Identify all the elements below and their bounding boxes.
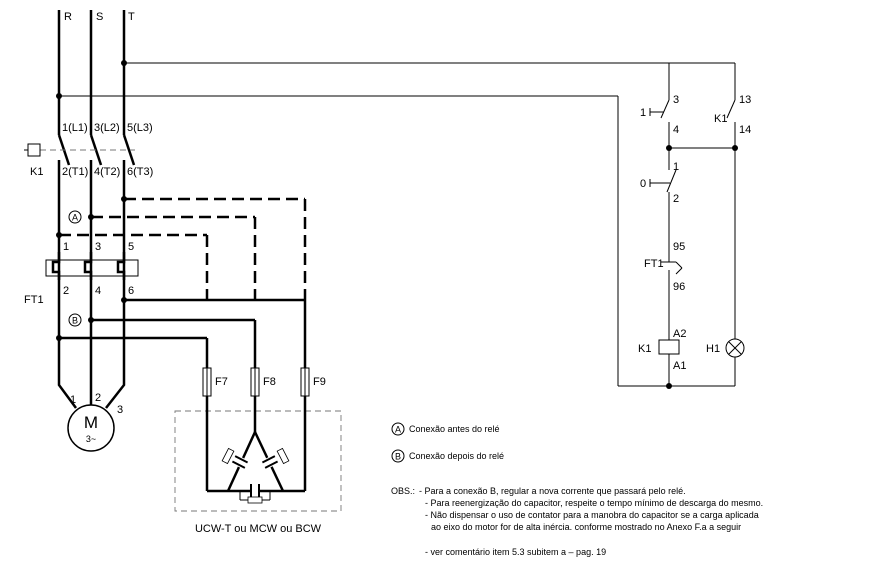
control-feed-lines xyxy=(56,60,735,387)
connection-a-wiring xyxy=(56,196,307,300)
legend-a-text: Conexão antes do relé xyxy=(409,424,500,434)
connection-a-marker-letter: A xyxy=(72,213,78,223)
aux-contact-bottom: 14 xyxy=(739,124,751,136)
fuse-f9-label: F9 xyxy=(313,376,326,388)
relay-t4-label: 4 xyxy=(95,285,101,297)
capacitor-box xyxy=(174,410,342,512)
capacitor-bank xyxy=(205,396,307,504)
legend-b-marker xyxy=(391,449,405,463)
phase-label-t: T xyxy=(128,11,135,23)
legend-b-text: Conexão depois do relé xyxy=(409,451,504,461)
coil-terminal-top: A2 xyxy=(673,328,686,340)
overload-relay-ft1 xyxy=(45,252,139,280)
legend-a-symbol: A xyxy=(395,425,401,435)
relay-t3-label: 3 xyxy=(95,241,101,253)
aux-contact-name: K1 xyxy=(714,113,727,125)
start-button-label: 1 xyxy=(640,107,646,119)
relay-t1-label: 1 xyxy=(63,241,69,253)
relay-t2-label: 2 xyxy=(63,285,69,297)
connection-b-marker xyxy=(68,313,82,327)
motor-letter: M xyxy=(84,413,98,432)
fuse-f8-label: F8 xyxy=(263,376,276,388)
stop-terminal-top: 1 xyxy=(673,161,679,173)
legend-b-symbol: B xyxy=(395,452,401,462)
contactor-out1-label: 2(T1) xyxy=(62,166,88,178)
phase-lines-lower xyxy=(57,200,126,370)
contactor-k1-main-contacts xyxy=(24,134,136,200)
motor-symbol xyxy=(67,404,115,452)
control-right-column xyxy=(725,63,745,386)
notes-prefix: OBS.: xyxy=(391,486,415,496)
note-line-3: - Não dispensar o uso de contator para a… xyxy=(425,510,759,520)
contactor-in1-label: 1(L1) xyxy=(62,122,88,134)
connection-b-wiring xyxy=(56,297,307,368)
motor-terminal-3: 3 xyxy=(117,404,123,416)
phase-label-s: S xyxy=(96,11,103,23)
stop-terminal-bottom: 2 xyxy=(673,193,679,205)
motor-terminal-2: 2 xyxy=(95,392,101,404)
motor-leads xyxy=(57,370,126,409)
relay-t5-label: 5 xyxy=(128,241,134,253)
contactor-out2-label: 4(T2) xyxy=(94,166,120,178)
legend-a-marker xyxy=(391,422,405,436)
phase-label-r: R xyxy=(64,11,72,23)
coil-terminal-bottom: A1 xyxy=(673,360,686,372)
start-terminal-top: 3 xyxy=(673,94,679,106)
motor-terminal-1: 1 xyxy=(70,394,76,406)
contactor-main-name: K1 xyxy=(30,166,43,178)
fuse-f7-label: F7 xyxy=(215,376,228,388)
relay-contact-top: 95 xyxy=(673,241,685,253)
aux-contact-top: 13 xyxy=(739,94,751,106)
control-left-column xyxy=(649,63,735,389)
lamp-name: H1 xyxy=(706,343,720,355)
overload-relay-name: FT1 xyxy=(24,294,44,306)
note-line-4: ao eixo do motor for de alta inércia. co… xyxy=(431,522,741,532)
phase-busbars xyxy=(57,10,126,135)
note-line-1: - Para a conexão B, regular a nova corre… xyxy=(419,486,686,496)
note-line-2: - Para reenergização do capacitor, respe… xyxy=(425,498,763,508)
relay-contact-name: FT1 xyxy=(644,258,664,270)
contactor-out3-label: 6(T3) xyxy=(127,166,153,178)
connection-a-marker xyxy=(68,210,82,224)
stop-button-label: 0 xyxy=(640,178,646,190)
contactor-in2-label: 3(L2) xyxy=(94,122,120,134)
note-reference: - ver comentário item 5.3 subitem a – pa… xyxy=(425,547,606,557)
relay-contact-bottom: 96 xyxy=(673,281,685,293)
connection-b-marker-letter: B xyxy=(72,316,78,326)
relay-t6-label: 6 xyxy=(128,285,134,297)
capacitor-box-label: UCW-T ou MCW ou BCW xyxy=(195,523,322,535)
motor-phase-label: 3~ xyxy=(86,434,96,444)
start-terminal-bottom: 4 xyxy=(673,124,679,136)
contactor-in3-label: 5(L3) xyxy=(127,122,153,134)
coil-name: K1 xyxy=(638,343,651,355)
